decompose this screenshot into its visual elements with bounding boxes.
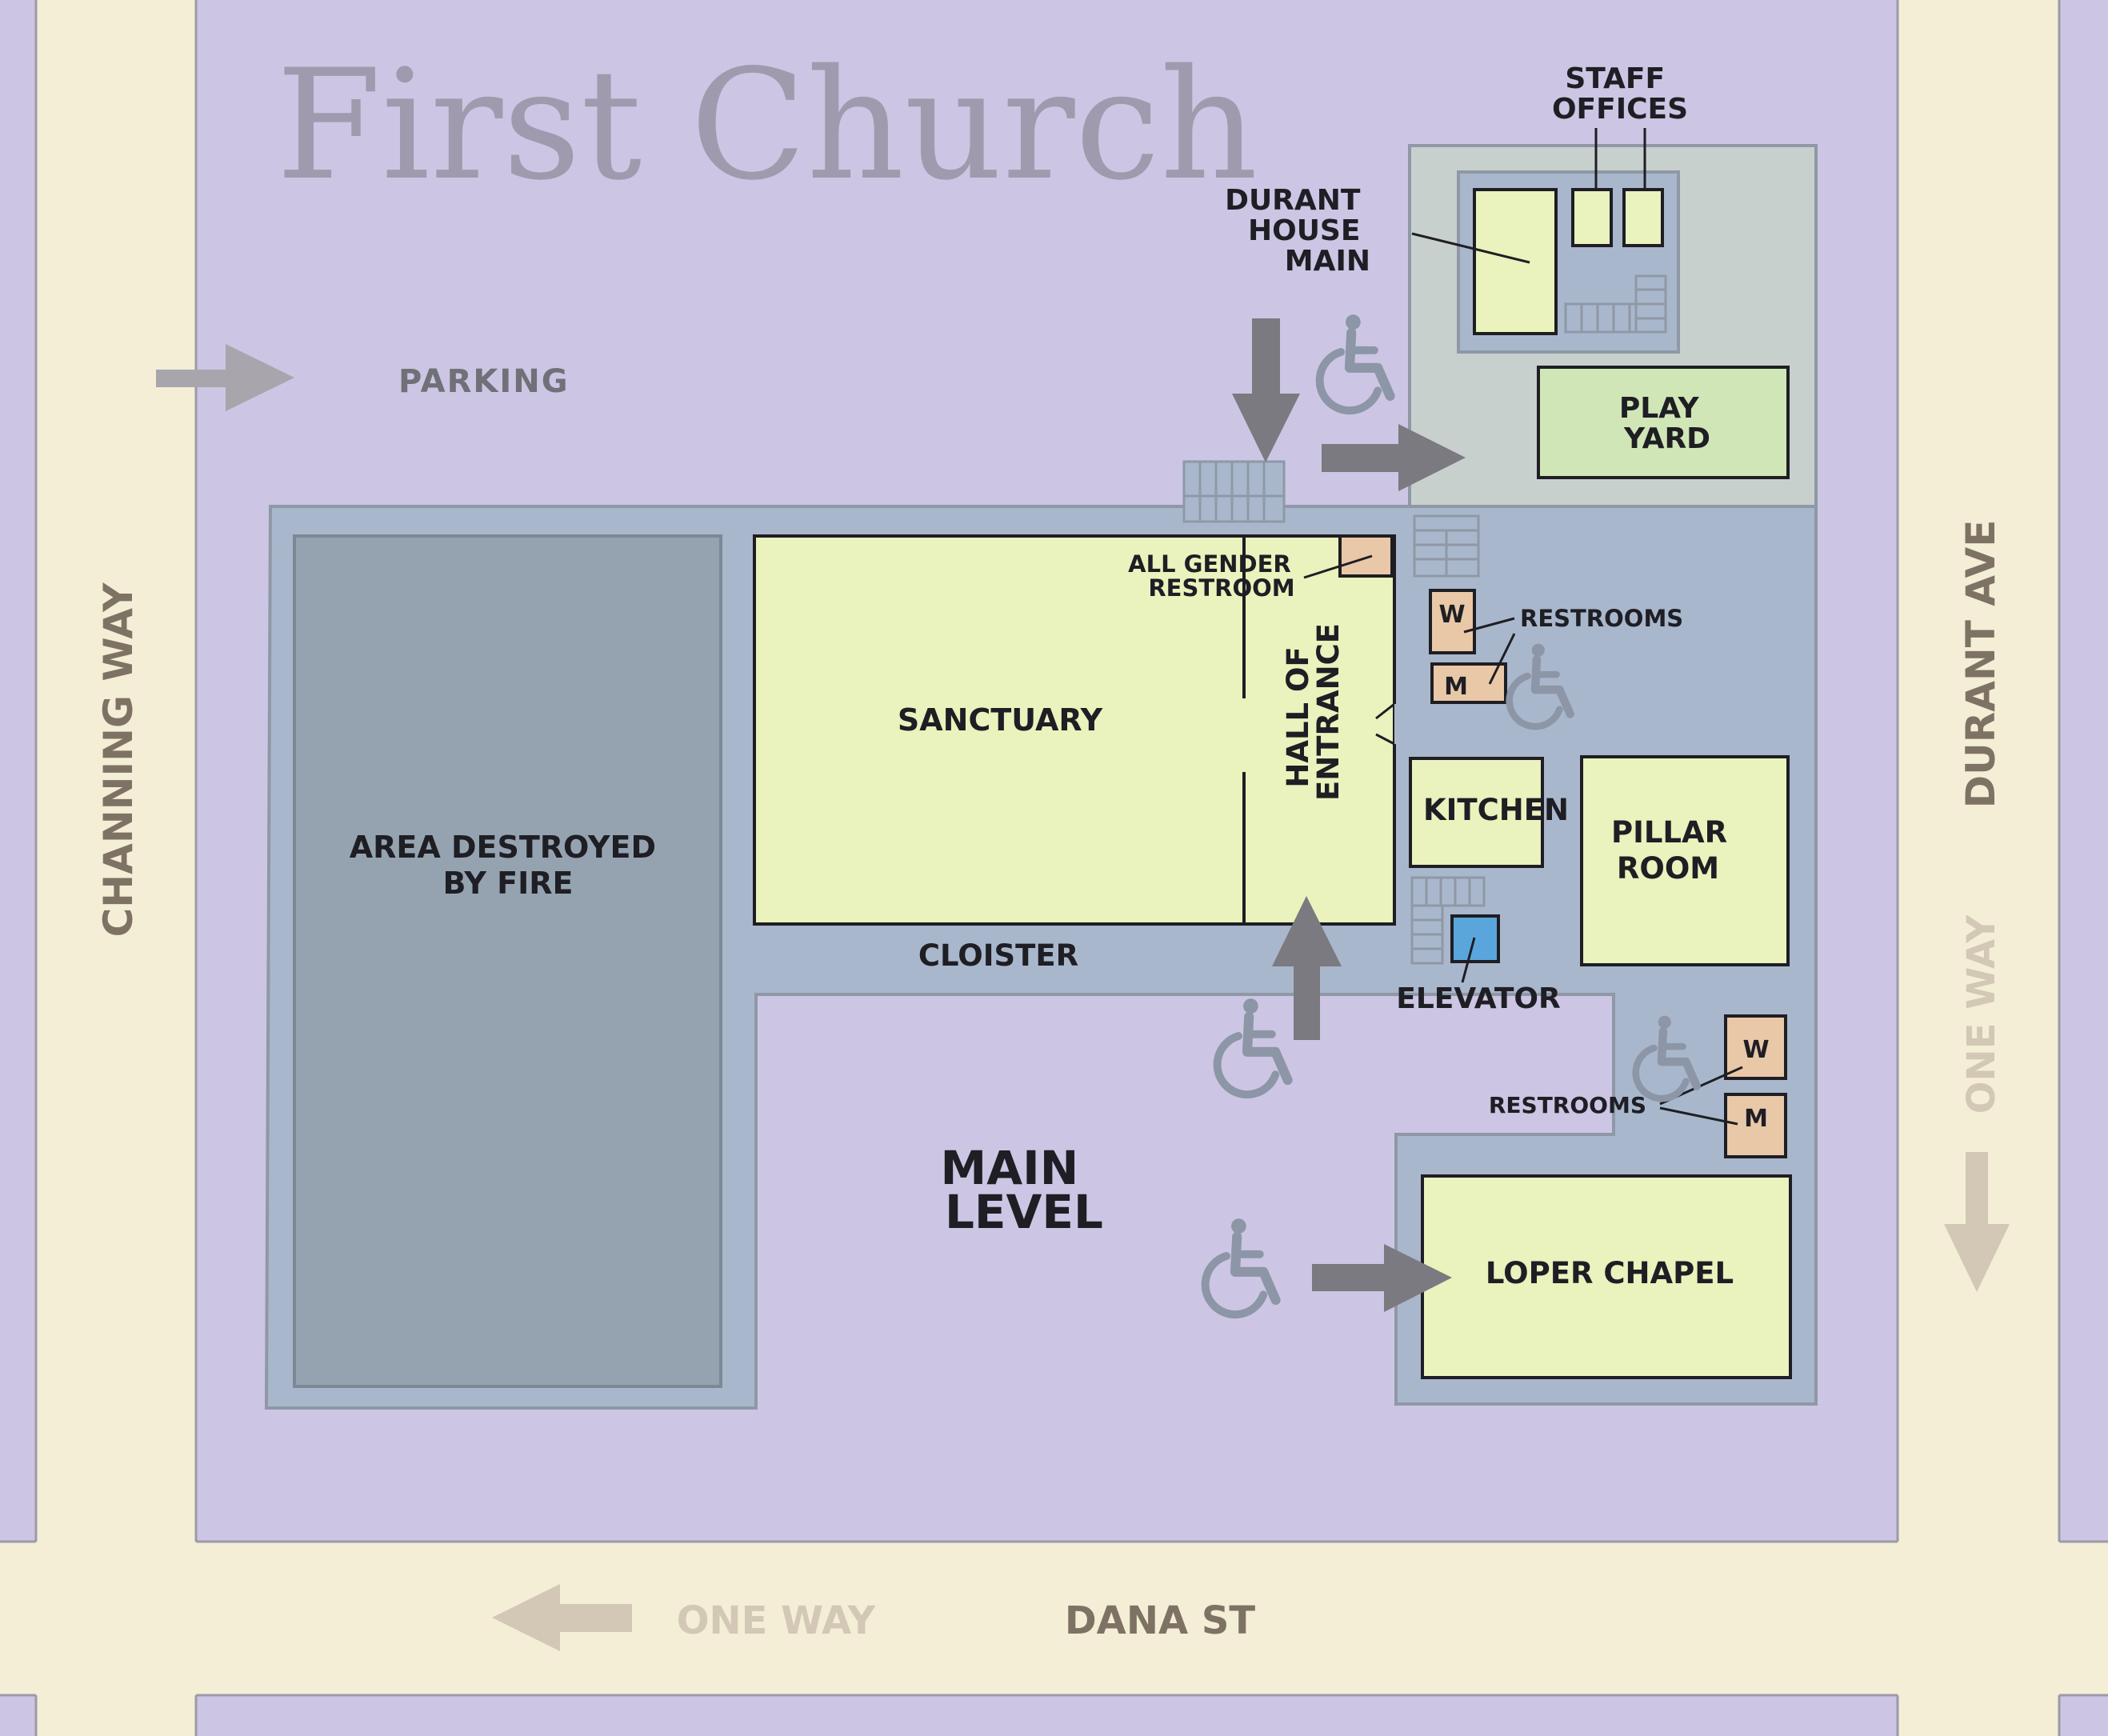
- durant-house-stairs-icon: [1564, 274, 1667, 334]
- map-title: First Church: [276, 37, 1258, 214]
- north-entry-arrow-icon: [1232, 318, 1300, 462]
- all-gender-restroom-label: ALL GENDER RESTROOM: [1128, 550, 1299, 602]
- loper-chapel: [1421, 1174, 1792, 1379]
- staff-offices-label: STAFF OFFICES: [1552, 62, 1688, 126]
- main-level-label: MAIN LEVEL: [941, 1141, 1103, 1239]
- chapel-entry-arrow-icon: [1312, 1244, 1452, 1312]
- play-yard-arrow-icon: [1322, 424, 1466, 491]
- parking-label: PARKING: [398, 363, 570, 400]
- channing-way-label: CHANNING WAY: [95, 582, 142, 938]
- durant-ave-street: [1898, 0, 2059, 1736]
- upper-men-label: M: [1444, 673, 1468, 701]
- durant-ave-label: DURANT AVE: [1958, 520, 2004, 809]
- staff-office-2: [1622, 188, 1664, 247]
- dana-one-way-arrow-icon: [492, 1584, 632, 1651]
- lower-women-label: W: [1742, 1036, 1769, 1064]
- durant-house-label: DURANT HOUSE MAIN: [1225, 184, 1370, 278]
- upper-restrooms-label: RESTROOMS: [1520, 605, 1683, 632]
- durant-one-way-label: ONE WAY: [1959, 914, 2004, 1114]
- lower-mens-restroom: [1724, 1093, 1787, 1158]
- elevator-stairs-icon: [1410, 876, 1486, 965]
- loper-chapel-label: LOPER CHAPEL: [1486, 1256, 1734, 1290]
- durant-one-way-arrow-icon: [1944, 1152, 2010, 1292]
- staff-office-1: [1571, 188, 1613, 247]
- upper-women-label: W: [1438, 601, 1465, 629]
- kitchen: [1409, 757, 1544, 868]
- pillar-room: [1580, 755, 1790, 966]
- cloister-label: CLOISTER: [918, 938, 1078, 973]
- dana-one-way-label: ONE WAY: [677, 1598, 877, 1643]
- channing-way-street: [36, 0, 196, 1736]
- dana-st-street: [0, 1542, 2108, 1695]
- all-gender-restroom: [1338, 534, 1394, 578]
- kitchen-label: KITCHEN: [1423, 793, 1569, 827]
- sanctuary: [753, 534, 1396, 926]
- play-yard: [1537, 366, 1790, 479]
- durant-house-main-room: [1473, 188, 1558, 335]
- lower-womens-restroom: [1724, 1014, 1787, 1080]
- upper-stairs-icon: [1413, 514, 1480, 578]
- elevator-label: ELEVATOR: [1396, 982, 1561, 1015]
- front-stairs-icon: [1182, 460, 1286, 523]
- upper-mens-restroom: [1430, 662, 1507, 704]
- lower-men-label: M: [1744, 1105, 1768, 1133]
- dana-st-label: DANA ST: [1065, 1598, 1256, 1643]
- hall-of-entrance-label: HALL OF ENTRANCE: [1281, 623, 1346, 801]
- play-yard-label: PLAY YARD: [1619, 392, 1710, 455]
- parking-entry-arrow-icon: [156, 344, 294, 411]
- area-destroyed-by-fire: [293, 534, 722, 1388]
- upper-womens-restroom: [1429, 589, 1476, 654]
- lower-restrooms-label: RESTROOMS: [1489, 1092, 1646, 1118]
- pillar-room-label: PILLAR ROOM: [1611, 815, 1738, 886]
- sanctuary-label: SANCTUARY: [898, 702, 1103, 738]
- south-entry-arrow-icon: [1272, 896, 1342, 1040]
- fire-area-label: AREA DESTROYED BY FIRE: [350, 830, 667, 901]
